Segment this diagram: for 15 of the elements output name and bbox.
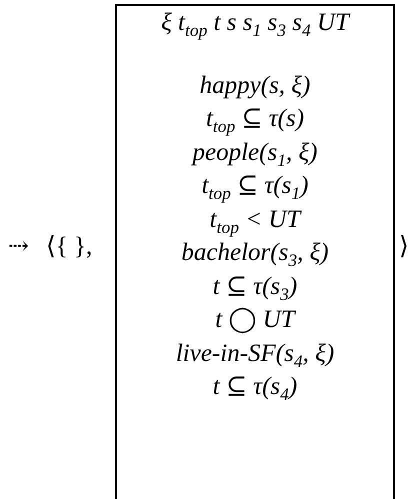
referent-list: ξ t$_{top}$ t s s$_{1}$ s$_{3}$ s$_{4}$ UT (117, 6, 393, 40)
math-text: ⟨{ }, (46, 232, 92, 262)
condition-formula: t$_{top}$ < UT (208, 204, 303, 236)
math-text: ⟩ (399, 232, 409, 262)
condition-formula: happy(s, ξ) (198, 70, 312, 100)
condition-formula: t ⊆ τ(s$_{4}$) (212, 372, 298, 404)
condition-formula: t ◯ UT (214, 305, 297, 336)
condition-formula: bachelor(s$_{3}$, ξ) (180, 238, 330, 270)
condition-formula: t ⊆ τ(s$_{3}$) (212, 272, 298, 303)
drs-box (115, 4, 395, 499)
condition-formula: people(s$_{1}$, ξ) (190, 138, 318, 169)
condition-formula: t$_{top}$ ⊆ τ(s) (204, 104, 306, 136)
condition-formula: live-in-SF(s$_{4}$, ξ) (174, 338, 336, 370)
condition-formula: t$_{top}$ ⊆ τ(s$_{1}$) (200, 171, 310, 202)
arrow-symbol: ⇢ (8, 232, 29, 262)
